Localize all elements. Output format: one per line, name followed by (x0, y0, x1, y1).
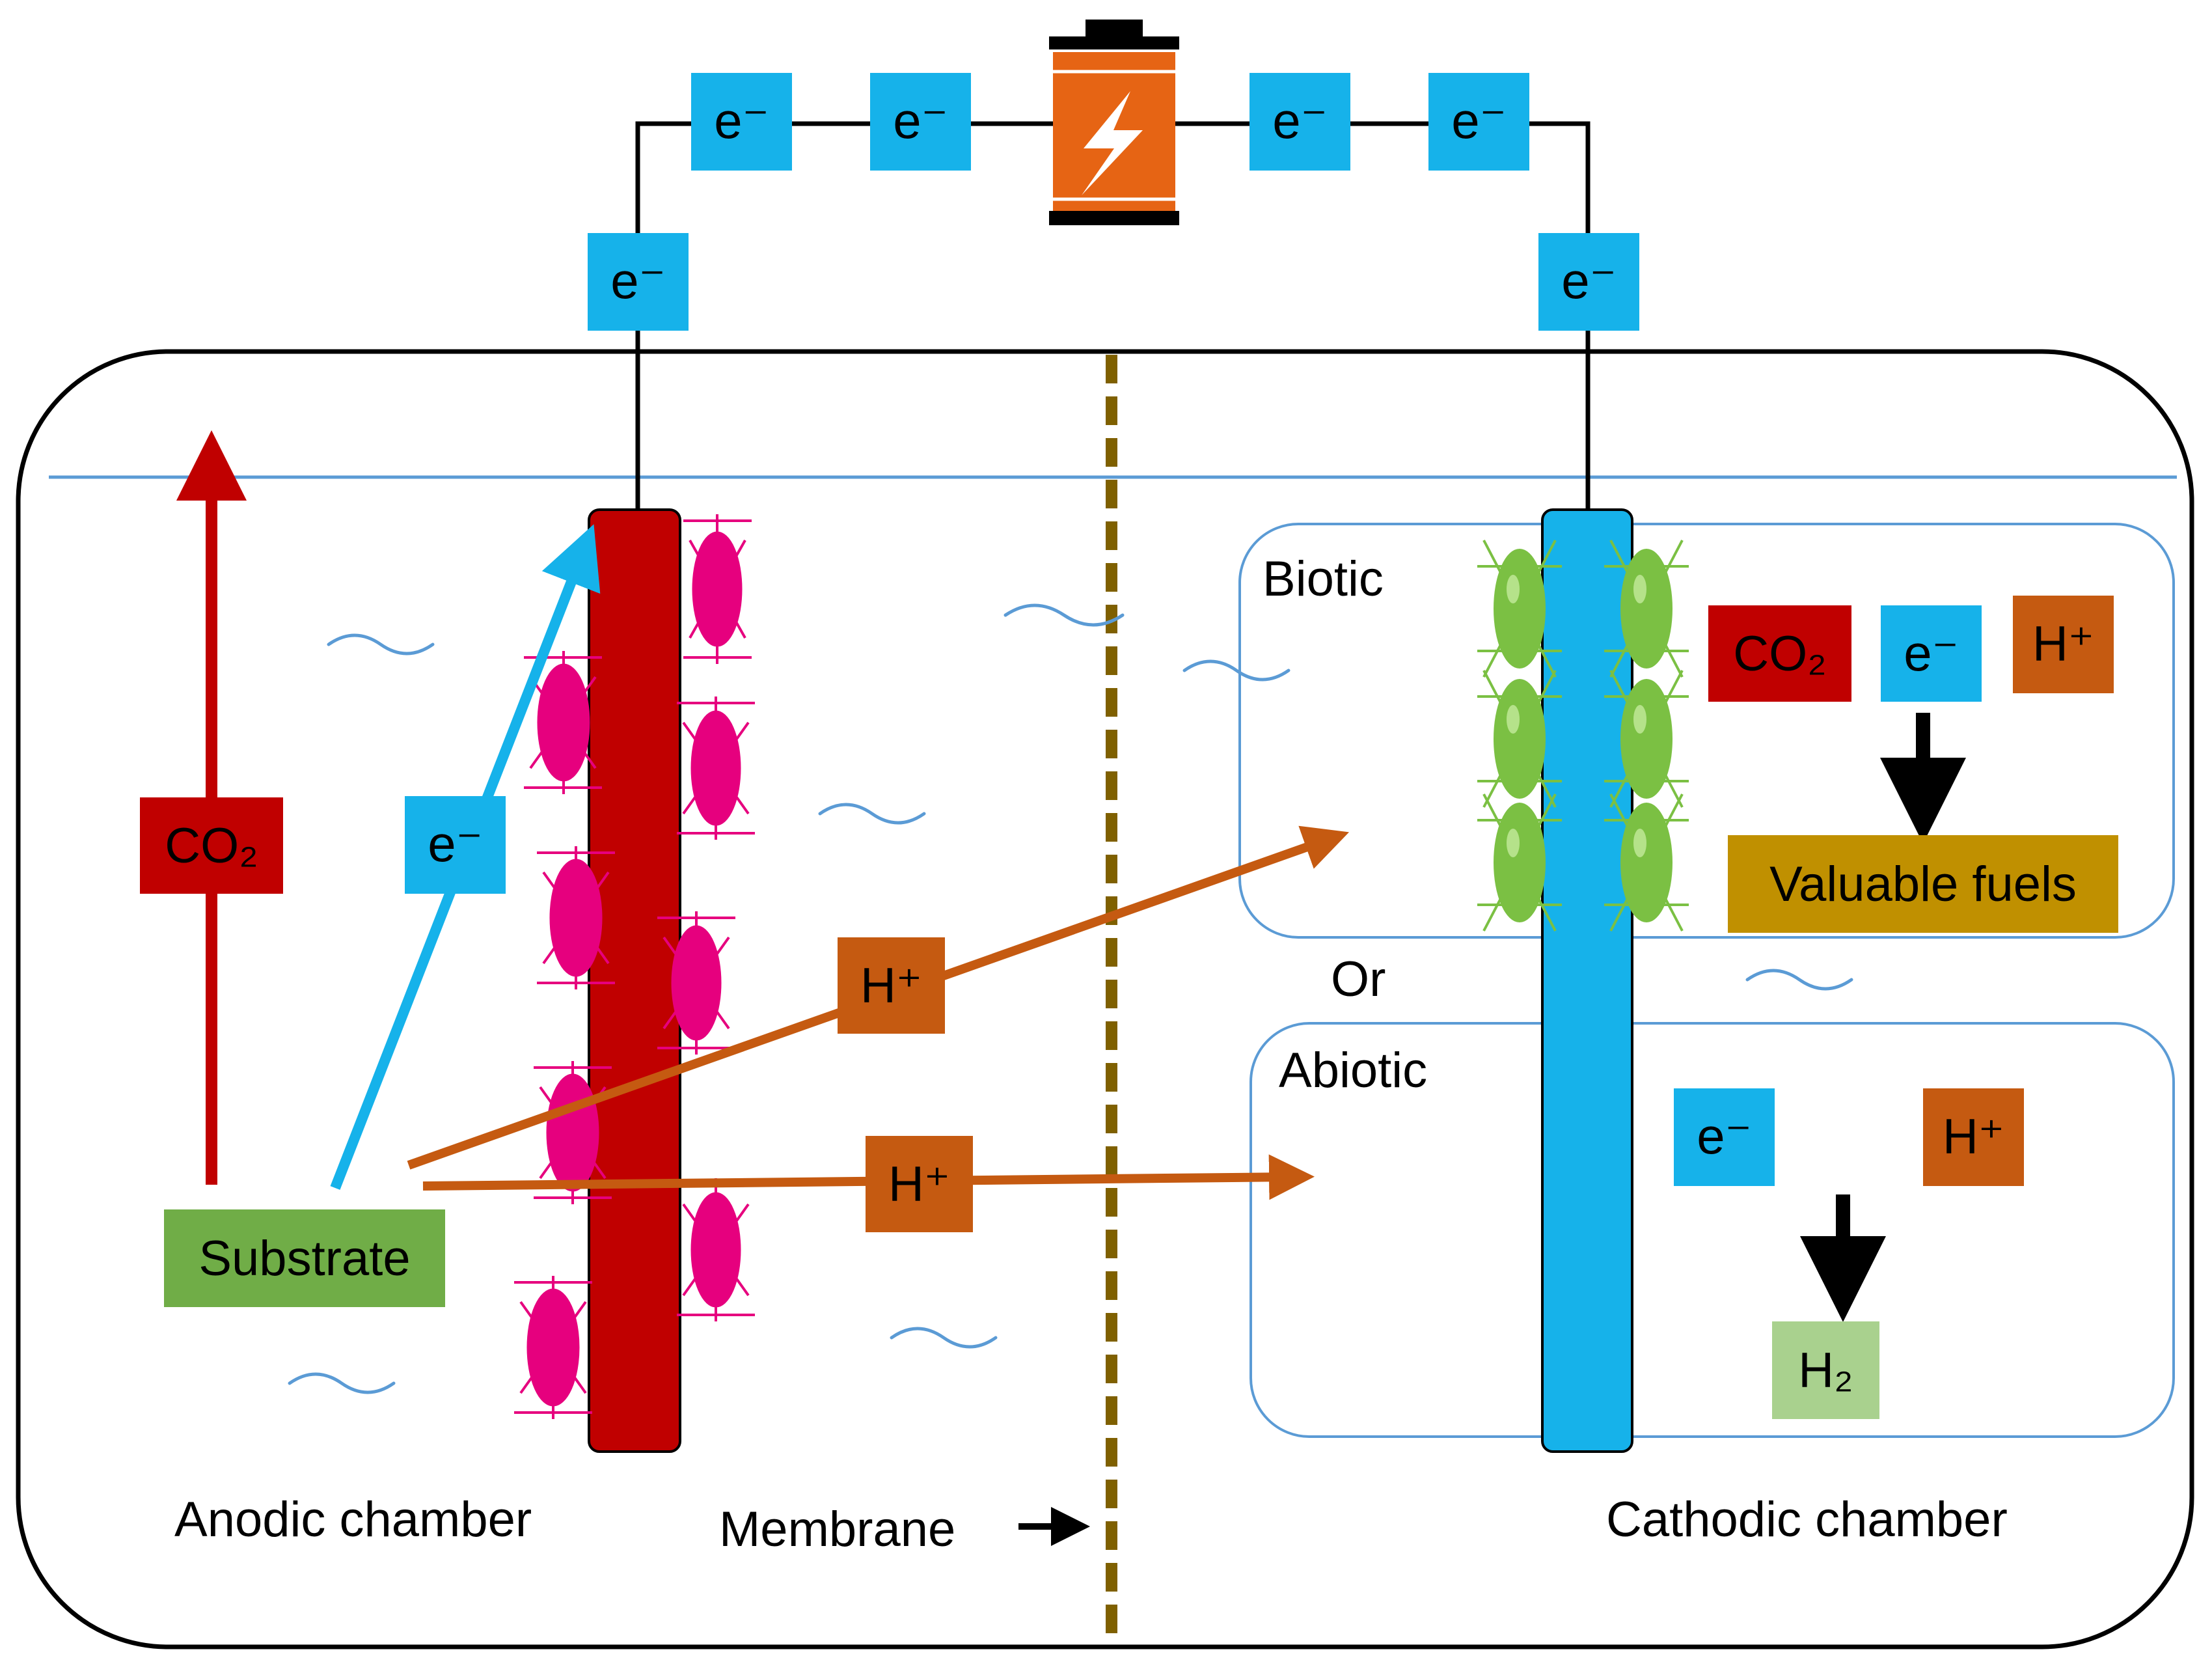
electron-box: e⁻ (1674, 1088, 1775, 1186)
proton-box: H⁺ (2013, 596, 2114, 693)
svg-text:e⁻: e⁻ (1904, 624, 1959, 682)
abiotic-title: Abiotic (1279, 1043, 1427, 1098)
membrane-label: Membrane (719, 1502, 955, 1557)
anodic-chamber-label: Anodic chamber (174, 1492, 532, 1547)
svg-text:e⁻: e⁻ (1451, 92, 1507, 149)
electron-box: e⁻ (1881, 605, 1982, 702)
svg-text:Substrate: Substrate (198, 1231, 410, 1286)
electron-box: e⁻ (588, 233, 689, 331)
bacterium (657, 911, 735, 1055)
co2-box: CO₂ (1708, 605, 1851, 702)
bacterium (677, 697, 755, 840)
svg-text:e⁻: e⁻ (893, 92, 948, 149)
bacterium (1477, 794, 1562, 932)
svg-text:H⁺: H⁺ (888, 1157, 950, 1212)
bacterium (1604, 540, 1689, 678)
valuable-fuels-box: Valuable fuels (1728, 835, 2118, 933)
battery-bolt-icon (1049, 20, 1179, 225)
svg-text:Valuable fuels: Valuable fuels (1769, 857, 2077, 912)
bacterium (677, 1178, 755, 1321)
reactor-vessel (16, 349, 2194, 1649)
cathode-bacteria (1477, 540, 1689, 932)
proton-box: H⁺ (866, 1136, 973, 1232)
water-waves (288, 603, 1853, 1394)
bacterium (1604, 670, 1689, 808)
electron-box: e⁻ (691, 73, 792, 171)
svg-text:H⁺: H⁺ (2032, 616, 2094, 672)
h2-box: H₂ (1772, 1321, 1879, 1419)
substrate-box: Substrate (164, 1209, 445, 1307)
svg-text:H₂: H₂ (1798, 1343, 1853, 1398)
svg-text:H⁺: H⁺ (1943, 1109, 2004, 1165)
bacterium (1477, 540, 1562, 678)
electron-box: e⁻ (870, 73, 971, 171)
biotic-title: Biotic (1263, 551, 1384, 607)
svg-text:e⁻: e⁻ (610, 252, 666, 309)
svg-text:H⁺: H⁺ (860, 958, 922, 1014)
bacterium (1604, 794, 1689, 932)
or-label: Or (1331, 952, 1386, 1007)
bacterium (537, 846, 615, 989)
bacterium (683, 514, 752, 664)
svg-text:CO₂: CO₂ (165, 818, 258, 874)
co2-box: CO₂ (140, 797, 283, 894)
electron-box: e⁻ (1249, 73, 1350, 171)
proton-arrow-to-abiotic (422, 1154, 1315, 1200)
abiotic-panel (1249, 1022, 2175, 1438)
svg-text:e⁻: e⁻ (1697, 1107, 1752, 1165)
electron-box: e⁻ (1428, 73, 1529, 171)
svg-text:e⁻: e⁻ (428, 815, 483, 872)
proton-box: H⁺ (838, 937, 945, 1034)
biotic-panel (1238, 523, 2175, 939)
cathode-electrode (1541, 508, 1633, 1453)
svg-text:e⁻: e⁻ (1272, 92, 1328, 149)
proton-box: H⁺ (1923, 1088, 2024, 1186)
svg-text:CO₂: CO₂ (1733, 626, 1827, 682)
bacterium (514, 1276, 592, 1419)
anode-bacteria (514, 514, 755, 1419)
electron-box: e⁻ (1538, 233, 1639, 331)
svg-text:e⁻: e⁻ (714, 92, 769, 149)
anode-electrode (588, 508, 681, 1453)
bacterium (1477, 670, 1562, 808)
circuit-electrons: e⁻ e⁻ e⁻ e⁻ e⁻ e⁻ (588, 73, 1639, 331)
svg-text:e⁻: e⁻ (1561, 252, 1617, 309)
bacterium (524, 651, 602, 794)
cathodic-chamber-label: Cathodic chamber (1606, 1492, 2008, 1547)
electron-box: e⁻ (405, 796, 506, 894)
